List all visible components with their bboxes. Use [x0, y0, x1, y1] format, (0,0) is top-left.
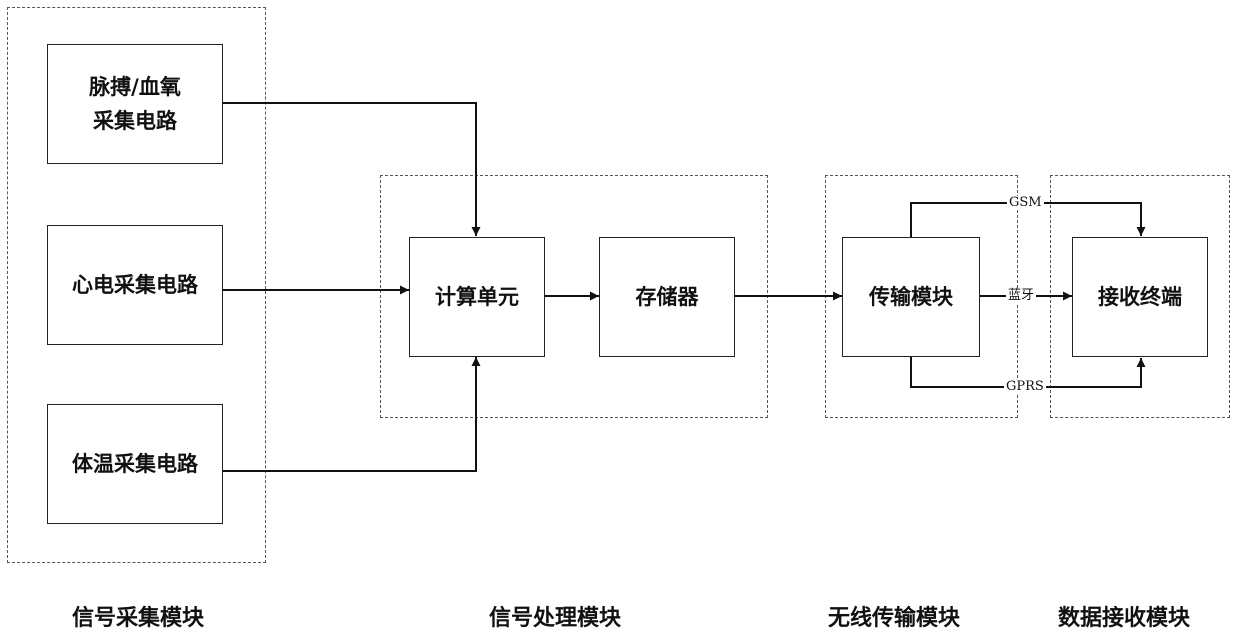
- caption-signal-processing: 信号处理模块: [489, 600, 621, 632]
- edge-label-gprs: GPRS: [1004, 380, 1046, 394]
- edge-pulse-to-compute: [222, 103, 476, 236]
- caption-data-receiving: 数据接收模块: [1058, 600, 1190, 632]
- edge-label-gsm: GSM: [1007, 196, 1044, 210]
- node-compute-unit-label: 计算单元: [435, 280, 519, 314]
- node-temperature-label: 体温采集电路: [72, 447, 198, 481]
- node-pulse-spo2-circuit: 脉搏/血氧 采集电路: [47, 44, 223, 164]
- node-ecg-circuit: 心电采集电路: [47, 225, 223, 345]
- node-pulse-spo2-line2: 采集电路: [89, 104, 181, 138]
- node-memory: 存储器: [599, 237, 735, 357]
- caption-wireless-transmission: 无线传输模块: [828, 600, 960, 632]
- node-pulse-spo2-line1: 脉搏/血氧: [89, 70, 181, 104]
- node-transmission-label: 传输模块: [869, 280, 953, 314]
- node-receiver-label: 接收终端: [1098, 280, 1182, 314]
- node-temperature-circuit: 体温采集电路: [47, 404, 223, 524]
- edge-temp-to-compute: [222, 357, 476, 471]
- node-ecg-label: 心电采集电路: [72, 268, 198, 302]
- node-compute-unit: 计算单元: [409, 237, 545, 357]
- caption-signal-acquisition: 信号采集模块: [72, 600, 204, 632]
- node-transmission-module: 传输模块: [842, 237, 980, 357]
- node-receiving-terminal: 接收终端: [1072, 237, 1208, 357]
- node-memory-label: 存储器: [636, 280, 699, 314]
- edge-label-bluetooth: 蓝牙: [1006, 289, 1036, 303]
